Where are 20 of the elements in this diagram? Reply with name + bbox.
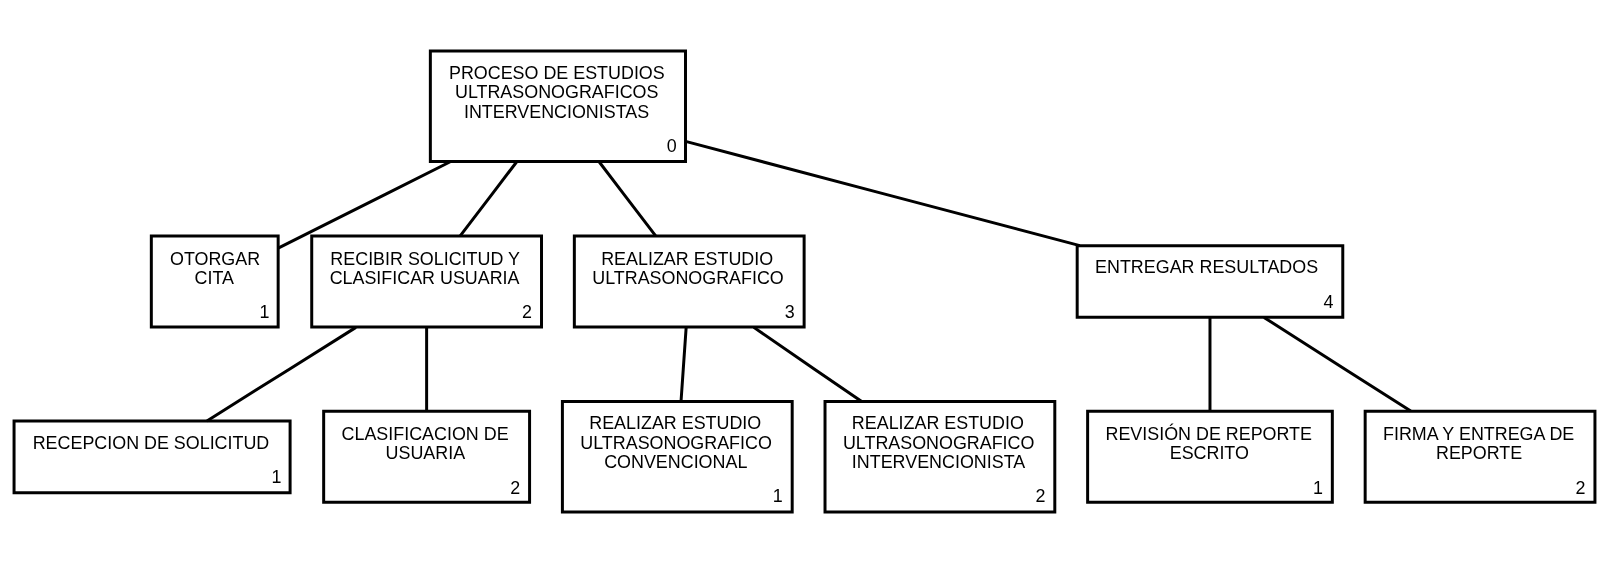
connector <box>679 326 688 401</box>
connector <box>425 326 429 411</box>
connector <box>206 325 357 422</box>
connector <box>459 160 518 237</box>
node-box: RECEPCION DE SOLICITUD 1 <box>12 419 292 494</box>
node-box: PROCESO DE ESTUDIOS ULTRASONOGRAFICOS INTERVENCIONISTAS 0 <box>428 49 687 163</box>
connector <box>752 325 863 403</box>
node-box: REALIZAR ESTUDIO ULTRASONOGRAFICO CONVENCIONAL 1 <box>560 399 794 513</box>
node-box: FIRMA Y ENTREGA DE REPORTE 2 <box>1363 409 1597 504</box>
node-box: CLASIFICACION DE USUARIA 2 <box>322 409 532 504</box>
node-box: REVISIÓN DE REPORTE ESCRITO 1 <box>1086 409 1334 504</box>
node-box: REALIZAR ESTUDIO ULTRASONOGRAFICO INTERVENCIONISTA 2 <box>823 399 1057 513</box>
connector <box>685 139 1081 247</box>
connector <box>1208 316 1212 411</box>
node-box: ENTREGAR RESULTADOS 4 <box>1075 243 1345 319</box>
connector <box>597 160 657 237</box>
node-box: RECIBIR SOLICITUD Y CLASIFICAR USUARIA 2 <box>310 234 543 328</box>
connector <box>1263 315 1412 412</box>
node-box: OTORGAR CITA 1 <box>149 234 280 328</box>
node-box: REALIZAR ESTUDIO ULTRASONOGRAFICO 3 <box>572 234 806 328</box>
